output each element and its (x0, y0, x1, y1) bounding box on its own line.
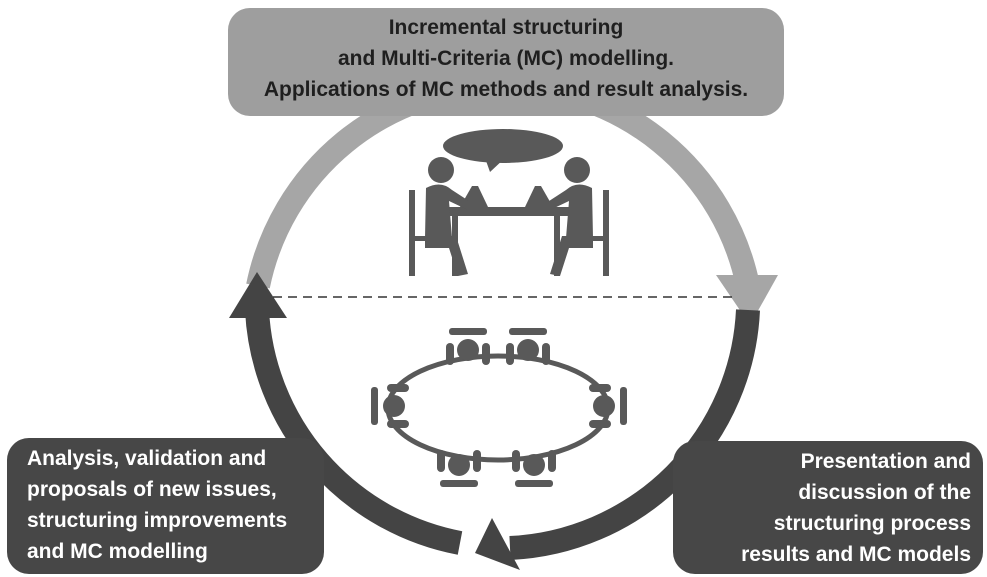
two-people-meeting-icon (409, 129, 609, 276)
top-stage-box: Incremental structuring and Multi-Criter… (228, 8, 784, 116)
right-stage-line-2: discussion of the (798, 481, 971, 504)
lower-arrowhead (475, 518, 520, 570)
left-stage-line-3: structuring improvements (27, 509, 288, 532)
top-stage-line-3: Applications of MC methods and result an… (263, 78, 749, 101)
top-stage-line-1: Incremental structuring (388, 16, 624, 39)
left-arrowhead (229, 272, 287, 318)
left-stage-line-1: Analysis, validation and (27, 447, 267, 470)
group-meeting-icon (371, 328, 627, 487)
left-stage-line-2: proposals of new issues, (27, 478, 277, 501)
left-stage-box: Analysis, validation and proposals of ne… (7, 438, 324, 574)
top-stage-line-2: and Multi-Criteria (MC) modelling. (338, 47, 674, 70)
right-stage-line-3: structuring process (773, 512, 971, 535)
left-stage-line-4: and MC modelling (27, 540, 208, 563)
upper-arrowhead (716, 275, 778, 325)
right-stage-line-1: Presentation and (800, 450, 971, 473)
right-stage-box: Presentation and discussion of the struc… (673, 441, 983, 574)
right-stage-line-4: results and MC models (741, 543, 971, 566)
